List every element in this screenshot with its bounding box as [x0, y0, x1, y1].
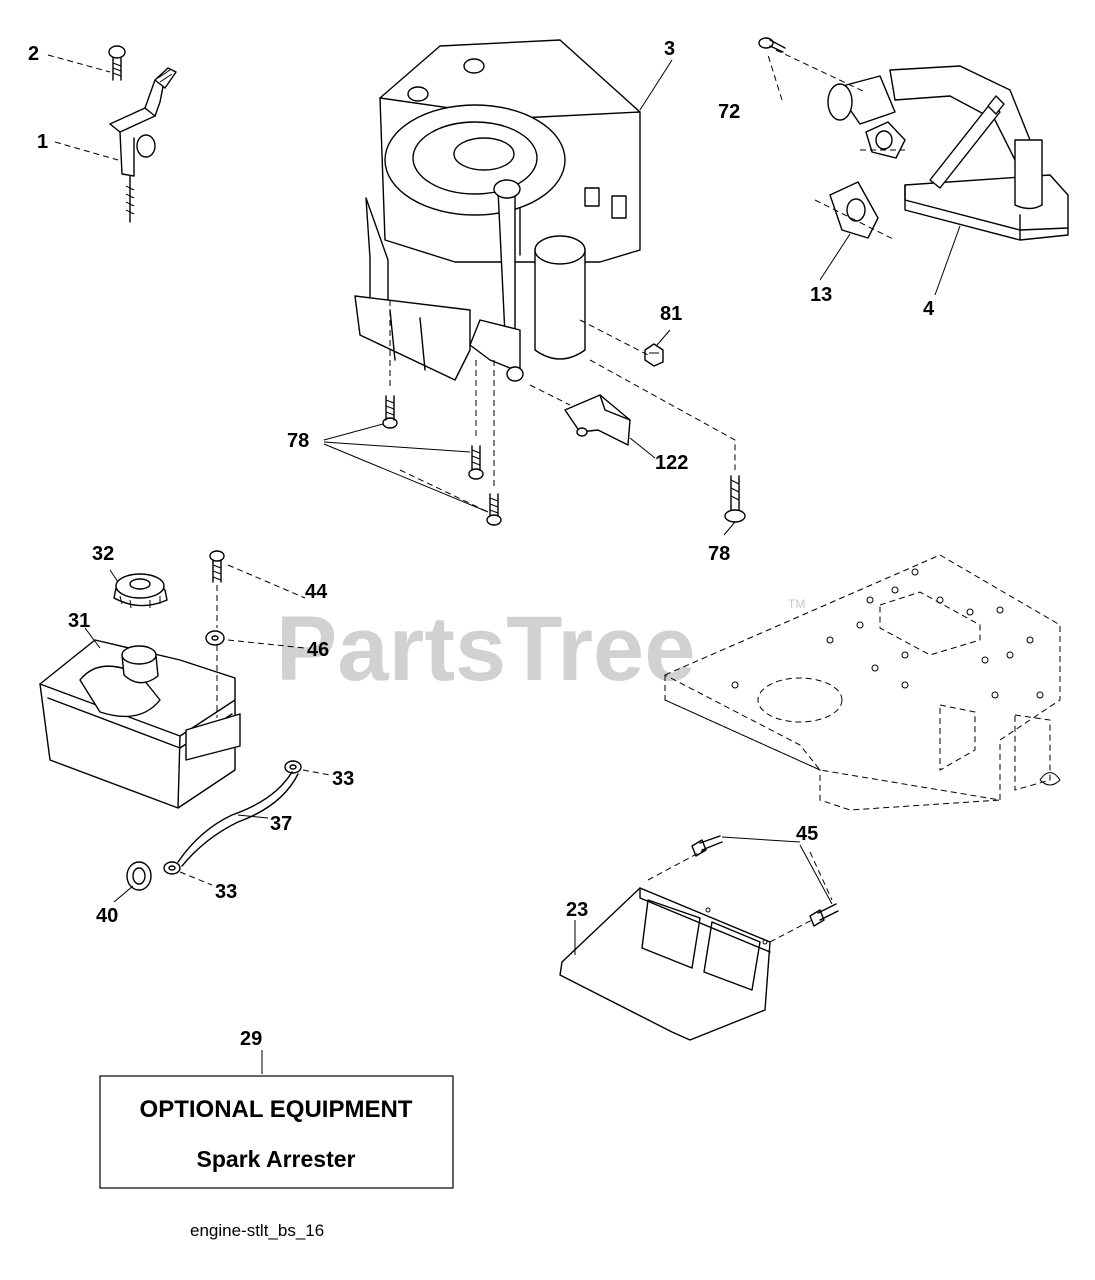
callout-44: 44	[305, 581, 328, 603]
part-81-nut[interactable]	[644, 343, 664, 367]
part-23-skid-plate[interactable]	[559, 887, 771, 1041]
callout-1: 1	[37, 131, 48, 153]
part-78-bolt-set[interactable]	[382, 395, 502, 526]
callout-33-upper: 33	[332, 768, 354, 790]
part-2-screw[interactable]	[108, 45, 126, 81]
callout-78-left: 78	[287, 430, 309, 452]
callout-81: 81	[660, 303, 682, 325]
part-46-washer[interactable]	[205, 630, 225, 646]
callout-122: 122	[655, 452, 688, 474]
callout-46: 46	[307, 639, 329, 661]
callout-32: 32	[92, 543, 114, 565]
part-37-fuel-line[interactable]	[177, 771, 299, 867]
part-122-heat-shield[interactable]	[564, 394, 631, 446]
part-78-bolt-single[interactable]	[724, 475, 746, 523]
engine-mount-frame	[663, 554, 1061, 811]
optional-equipment-title: OPTIONAL EQUIPMENT	[140, 1096, 413, 1123]
callout-4: 4	[923, 298, 935, 320]
callout-78-right: 78	[708, 543, 730, 565]
part-13-gasket[interactable]	[829, 181, 879, 239]
callout-33-lower: 33	[215, 881, 237, 903]
part-32-fuel-cap[interactable]	[113, 573, 168, 609]
callout-2: 2	[28, 43, 39, 65]
callout-13: 13	[810, 284, 832, 306]
optional-equipment-box[interactable]: OPTIONAL EQUIPMENT Spark Arrester	[99, 1075, 454, 1189]
part-33-clamp-lower[interactable]	[163, 861, 181, 875]
leader-lines	[47, 49, 961, 1074]
part-1-throttle-control[interactable]	[109, 67, 177, 223]
callout-37: 37	[270, 813, 292, 835]
part-3-engine[interactable]	[354, 39, 641, 382]
part-31-fuel-tank[interactable]	[39, 639, 241, 809]
part-45-bolt-set[interactable]	[691, 835, 839, 927]
callout-3: 3	[664, 38, 675, 60]
callout-29: 29	[240, 1028, 262, 1050]
callout-72: 72	[718, 101, 740, 123]
callout-31: 31	[68, 610, 90, 632]
part-4-muffler[interactable]	[827, 65, 1069, 241]
callout-45: 45	[796, 823, 818, 845]
exhaust-gasket-upper	[865, 121, 906, 159]
watermark-trademark: TM	[788, 597, 805, 611]
part-33-clamp-upper[interactable]	[284, 760, 302, 774]
callout-40: 40	[96, 905, 118, 927]
watermark-brand: PartsTree	[276, 598, 695, 700]
optional-equipment-subtitle: Spark Arrester	[197, 1146, 356, 1172]
part-44-screw[interactable]	[209, 550, 225, 583]
callout-23: 23	[566, 899, 588, 921]
part-72-bolt[interactable]	[758, 37, 786, 53]
diagram-code: engine-stlt_bs_16	[190, 1221, 324, 1240]
part-40-fuel-filter[interactable]	[126, 861, 152, 891]
